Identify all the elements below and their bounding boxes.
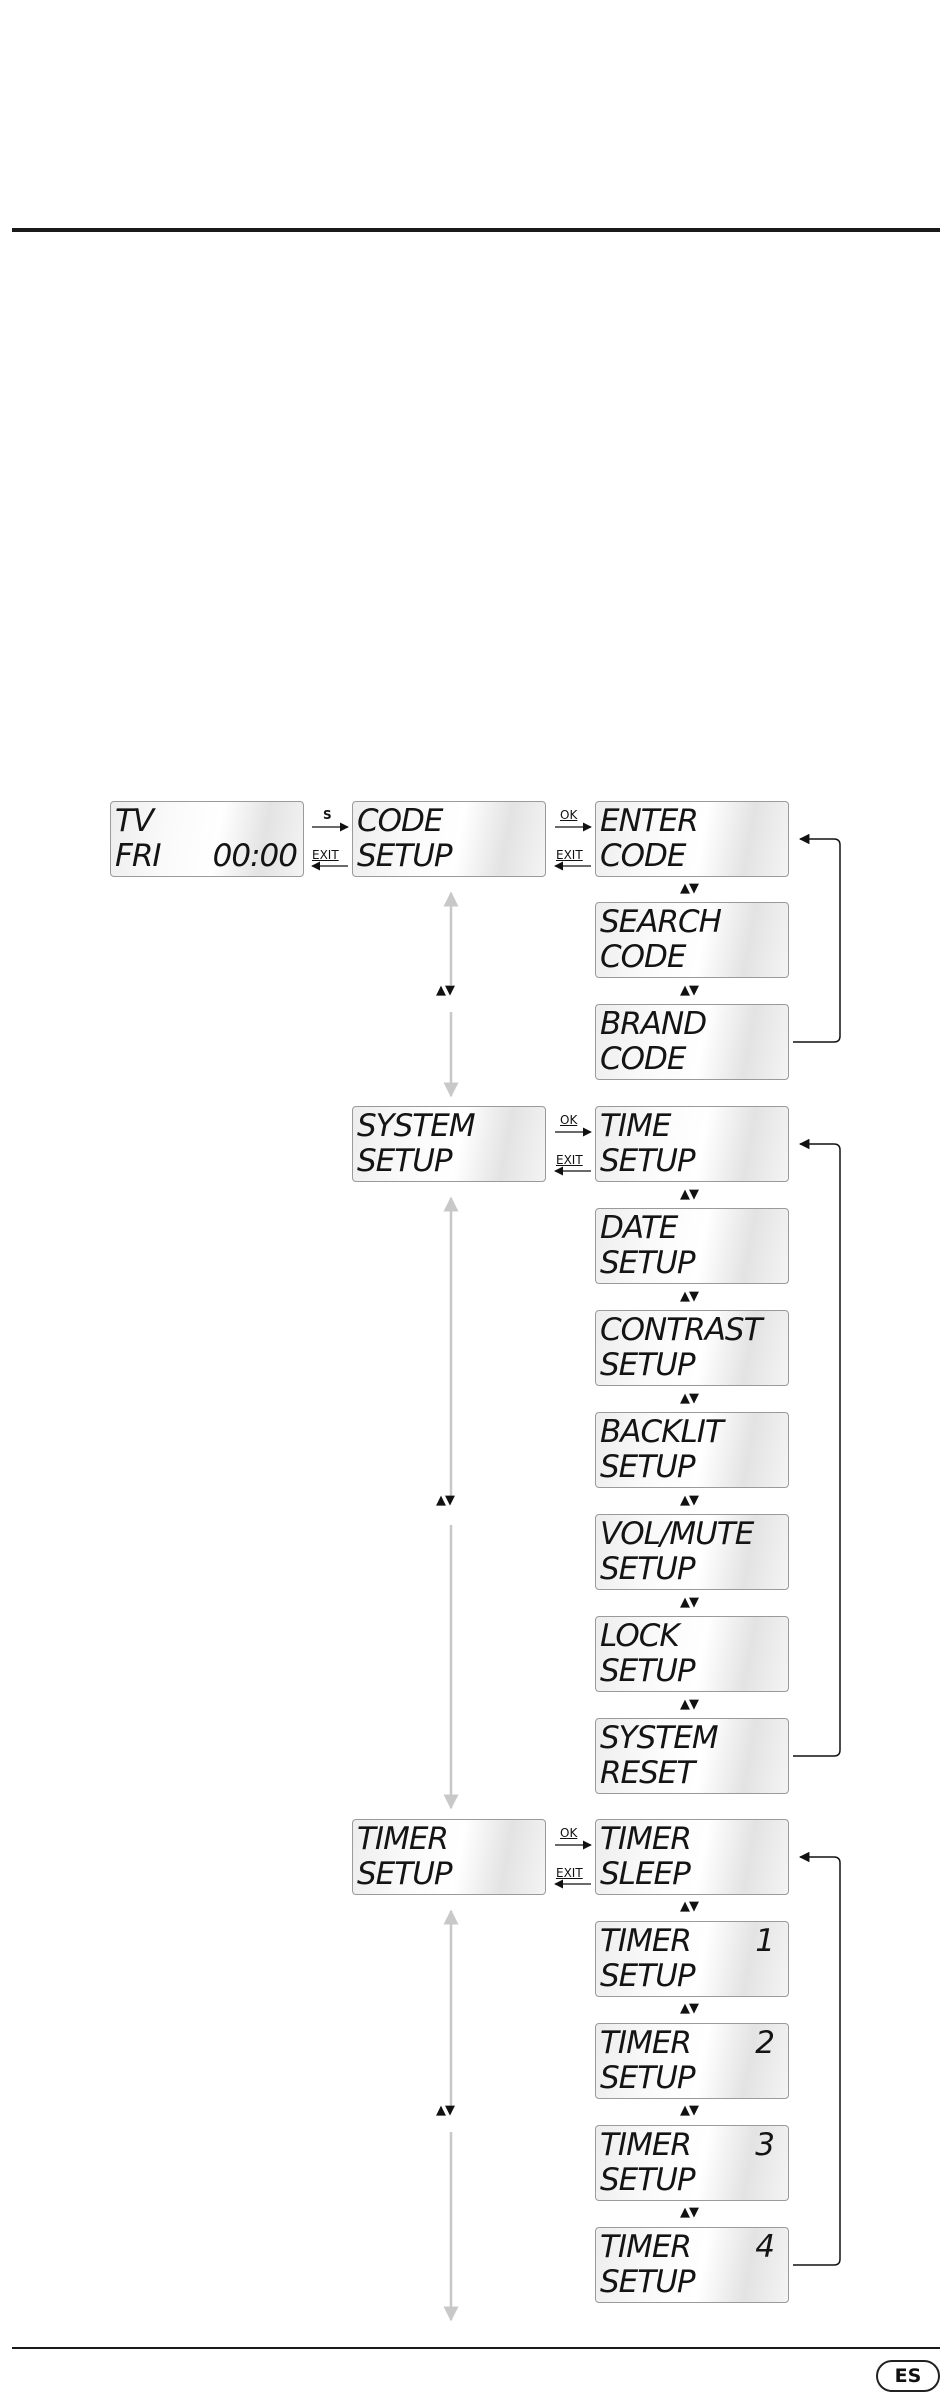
lcd-line2: RESET — [600, 1755, 695, 1791]
lcd-brand-code: BRAND CODE — [595, 1004, 789, 1080]
updown-icon: ▲▼ — [680, 1697, 699, 1712]
lcd-time: 00:00 — [212, 838, 298, 874]
lcd-line1: SYSTEM — [357, 1108, 476, 1144]
lcd-line2: SETUP — [357, 1856, 453, 1892]
lcd-volmute-setup: VOL/MUTE SETUP — [595, 1514, 789, 1590]
lcd-line2: SETUP — [600, 2162, 696, 2198]
lcd-line2: SETUP — [600, 1958, 696, 1994]
lcd-line1: LOCK — [600, 1618, 680, 1654]
lcd-line1: ENTER — [600, 803, 699, 839]
lcd-timer-number: 2 — [755, 2025, 775, 2061]
lcd-timer-number: 3 — [755, 2127, 775, 2163]
loop-arrow-timer — [793, 1851, 841, 2266]
lcd-line1: VOL/MUTE — [600, 1516, 754, 1552]
s-label: S — [323, 808, 332, 822]
lcd-line1: DATE — [600, 1210, 678, 1246]
lcd-line1: TIMER — [600, 1821, 692, 1857]
lcd-line2: SLEEP — [600, 1856, 691, 1892]
updown-icon: ▲▼ — [680, 2205, 699, 2220]
lcd-timer-2-setup: TIMER 2 SETUP — [595, 2023, 789, 2099]
loop-arrow-code — [793, 833, 841, 1043]
lcd-line2: CODE — [600, 939, 687, 975]
lcd-timer-number: 4 — [755, 2229, 775, 2265]
lcd-time-setup: TIME SETUP — [595, 1106, 789, 1182]
lcd-line2: SETUP — [600, 1551, 696, 1587]
lcd-line1: TIMER — [600, 2127, 692, 2163]
lcd-line2: CODE — [600, 838, 687, 874]
lcd-line2: FRI — [115, 838, 162, 874]
lcd-line2: SETUP — [600, 1449, 696, 1485]
lcd-timer-setup: TIMER SETUP — [352, 1819, 546, 1895]
footer-rule — [12, 2347, 940, 2349]
updown-icon: ▲▼ — [680, 1493, 699, 1508]
updown-icon: ▲▼ — [680, 1899, 699, 1914]
lcd-line2: SETUP — [357, 838, 453, 874]
ok-label: OK — [560, 808, 578, 822]
updown-icon: ▲▼ — [680, 2001, 699, 2016]
lcd-date-setup: DATE SETUP — [595, 1208, 789, 1284]
exit-label: EXIT — [556, 848, 583, 862]
lcd-line1: TIMER — [600, 2229, 692, 2265]
lcd-timer-1-setup: TIMER 1 SETUP — [595, 1921, 789, 1997]
lcd-backlit-setup: BACKLIT SETUP — [595, 1412, 789, 1488]
updown-icon: ▲▼ — [436, 1493, 455, 1508]
lcd-line2: SETUP — [600, 1653, 696, 1689]
updown-icon: ▲▼ — [680, 881, 699, 896]
lcd-timer-4-setup: TIMER 4 SETUP — [595, 2227, 789, 2303]
ok-label: OK — [560, 1113, 578, 1127]
lcd-line1: TIMER — [357, 1821, 449, 1857]
loop-arrow-system — [793, 1138, 841, 1757]
lcd-enter-code: ENTER CODE — [595, 801, 789, 877]
lcd-line1: SYSTEM — [600, 1720, 719, 1756]
lcd-timer-number: 1 — [755, 1923, 775, 1959]
lcd-line2: SETUP — [600, 2264, 696, 2300]
lcd-lock-setup: LOCK SETUP — [595, 1616, 789, 1692]
lcd-timer-3-setup: TIMER 3 SETUP — [595, 2125, 789, 2201]
updown-icon: ▲▼ — [680, 983, 699, 998]
updown-icon: ▲▼ — [436, 983, 455, 998]
exit-label: EXIT — [556, 1153, 583, 1167]
updown-icon: ▲▼ — [680, 1289, 699, 1304]
lcd-line1: BACKLIT — [600, 1414, 724, 1450]
exit-label: EXIT — [312, 848, 339, 862]
lcd-timer-sleep: TIMER SLEEP — [595, 1819, 789, 1895]
updown-icon: ▲▼ — [680, 1595, 699, 1610]
updown-icon: ▲▼ — [680, 1187, 699, 1202]
updown-icon: ▲▼ — [680, 2103, 699, 2118]
lcd-line2: SETUP — [600, 1143, 696, 1179]
lcd-contrast-setup: CONTRAST SETUP — [595, 1310, 789, 1386]
lcd-line1: TIMER — [600, 1923, 692, 1959]
lcd-line2: SETUP — [600, 2060, 696, 2096]
ok-label: OK — [560, 1826, 578, 1840]
lcd-line1: CODE — [357, 803, 444, 839]
language-badge: ES — [876, 2360, 940, 2392]
lcd-main-display: TV FRI 00:00 — [110, 801, 304, 877]
lcd-line2: SETUP — [357, 1143, 453, 1179]
header-rule — [12, 228, 940, 232]
lcd-system-reset: SYSTEM RESET — [595, 1718, 789, 1794]
updown-icon: ▲▼ — [436, 2103, 455, 2118]
lcd-system-setup: SYSTEM SETUP — [352, 1106, 546, 1182]
lcd-line2: SETUP — [600, 1245, 696, 1281]
exit-label: EXIT — [556, 1866, 583, 1880]
lcd-line1: TIME — [600, 1108, 671, 1144]
lcd-line2: CODE — [600, 1041, 687, 1077]
updown-icon: ▲▼ — [680, 1391, 699, 1406]
lcd-line1: CONTRAST — [600, 1312, 763, 1348]
lcd-line1: BRAND — [600, 1006, 707, 1042]
lcd-code-setup: CODE SETUP — [352, 801, 546, 877]
lcd-line2: SETUP — [600, 1347, 696, 1383]
lcd-line1: SEARCH — [600, 904, 722, 940]
lcd-search-code: SEARCH CODE — [595, 902, 789, 978]
lcd-line1: TIMER — [600, 2025, 692, 2061]
lcd-line1: TV — [115, 803, 154, 839]
